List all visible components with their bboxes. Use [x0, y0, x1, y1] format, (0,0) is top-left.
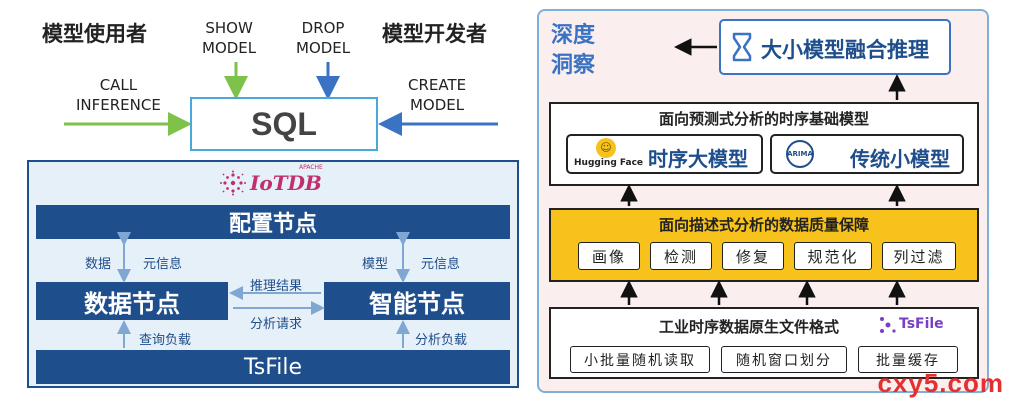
- tsfile-logo-text: TsFile: [899, 316, 944, 332]
- small-model-box: ARIMA 传统小模型: [770, 134, 964, 174]
- cmd-call-inference: CALL INFERENCE: [76, 76, 161, 114]
- label-analysis-load: 分析负载: [415, 333, 468, 348]
- iotdb-logo-text: IoTDB: [250, 171, 322, 195]
- cmd-create-model: CREATE MODEL: [408, 76, 467, 114]
- config-node-bar: 配置节点: [36, 205, 510, 239]
- iotdb-logo-icon: [220, 170, 246, 196]
- arima-icon: ARIMA: [786, 140, 814, 168]
- iotdb-arrows: [117, 232, 410, 348]
- large-model-box: ☺ Hugging Face 时序大模型: [566, 134, 763, 174]
- huggingface-label: Hugging Face: [574, 158, 644, 168]
- hourglass-icon: [732, 32, 752, 62]
- format-chip-batch-cache: 批量缓存: [858, 346, 958, 373]
- top-arrows: [64, 62, 498, 136]
- role-model-user: 模型使用者: [42, 22, 147, 46]
- huggingface-icon: ☺: [596, 138, 616, 158]
- label-infer-result: 推理结果: [250, 279, 303, 294]
- ai-node-box: 智能节点: [324, 282, 510, 320]
- insight-title: 深度 洞察: [551, 23, 596, 78]
- quality-chip-filter: 列过滤: [882, 242, 956, 270]
- label-analysis-request: 分析请求: [250, 317, 303, 332]
- cmd-drop-model: DROP MODEL: [296, 19, 351, 57]
- label-meta-left: 元信息: [143, 257, 183, 272]
- insight-panel: 深度 洞察 大小模型融合推理 面向预测式分析的时序基础模型 ☺ Hugging …: [537, 9, 989, 393]
- data-node-box: 数据节点: [36, 282, 228, 320]
- tsfile-logo-icon: [880, 317, 896, 333]
- watermark: cxy5.com: [877, 368, 1004, 398]
- label-query-load: 查询负载: [139, 333, 192, 348]
- tsfile-bar: TsFile: [36, 350, 510, 384]
- large-model-label: 时序大模型: [648, 147, 748, 171]
- format-chip-random-read: 小批量随机读取: [570, 346, 710, 373]
- format-title: 工业时序数据原生文件格式: [659, 318, 840, 336]
- insight-arrows: [620, 38, 906, 305]
- file-format-box: 工业时序数据原生文件格式 TsFile 小批量随机读取 随机窗口划分 批量缓存: [549, 307, 979, 379]
- quality-chip-normalize: 规范化: [794, 242, 872, 270]
- label-model: 模型: [362, 257, 389, 272]
- cmd-show-model: SHOW MODEL: [202, 19, 257, 57]
- fusion-label: 大小模型融合推理: [761, 38, 929, 62]
- quality-chip-detect: 检测: [650, 242, 712, 270]
- format-chip-window-split: 随机窗口划分: [721, 346, 847, 373]
- label-data: 数据: [85, 257, 112, 272]
- quality-chip-profile: 画像: [578, 242, 640, 270]
- quality-box: 面向描述式分析的数据质量保障 画像 检测 修复 规范化 列过滤: [549, 208, 979, 282]
- iotdb-logo-small: APACHE: [299, 164, 323, 171]
- quality-chip-repair: 修复: [722, 242, 784, 270]
- quality-title: 面向描述式分析的数据质量保障: [658, 216, 869, 234]
- foundation-model-box: 面向预测式分析的时序基础模型 ☺ Hugging Face 时序大模型 ARIM…: [549, 102, 979, 186]
- label-meta-right: 元信息: [421, 257, 461, 272]
- fusion-box: 大小模型融合推理: [719, 19, 951, 75]
- foundation-title: 面向预测式分析的时序基础模型: [658, 110, 869, 128]
- iotdb-panel: IoTDB APACHE 配置节点 数据节点 智能节点 TsFile 数据 元信…: [27, 160, 519, 388]
- role-model-developer: 模型开发者: [382, 22, 487, 46]
- arima-label: ARIMA: [787, 150, 813, 158]
- small-model-label: 传统小模型: [850, 147, 950, 171]
- sql-box: SQL: [190, 97, 378, 151]
